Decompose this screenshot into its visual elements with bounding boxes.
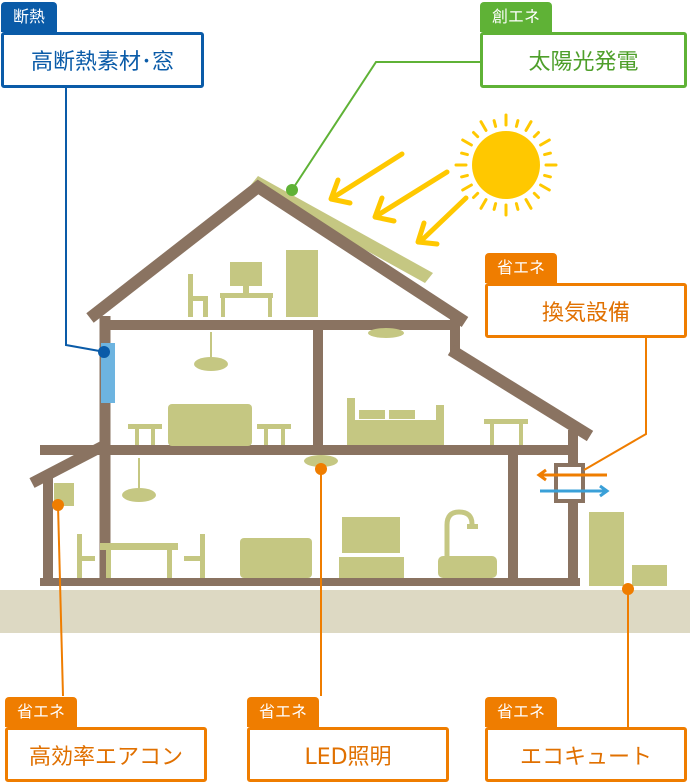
callout-insulation: 断熱 高断熱素材･窓: [1, 2, 204, 90]
ecocute-pin: [622, 583, 634, 595]
sun-ray: [492, 202, 498, 211]
furniture: [54, 250, 667, 586]
solar-panel: [250, 176, 433, 283]
callout-solar: 創エネ 太陽光発電: [480, 2, 687, 90]
sun-ray: [460, 173, 469, 179]
tag-led: 省エネ: [247, 697, 320, 727]
sun-ray: [524, 198, 533, 210]
ventilation-fan-icon: [536, 463, 610, 503]
sun-ray: [492, 119, 498, 128]
sun-icon: [454, 113, 558, 217]
sun-ray: [539, 138, 551, 147]
ground: [0, 590, 690, 633]
sun-ray: [543, 151, 552, 157]
sun-ray: [461, 138, 473, 147]
label-ventilation: 換気設備: [485, 283, 687, 338]
sun-ray: [472, 131, 480, 139]
house-structure: [29, 179, 594, 586]
callout-leaders: [57, 61, 647, 730]
aircon-pin: [52, 499, 64, 511]
sun-ray: [472, 191, 480, 199]
tag-ventilation: 省エネ: [485, 253, 558, 283]
sun-ray: [479, 198, 488, 210]
solar-pin: [286, 184, 298, 196]
sun-ray: [539, 183, 551, 192]
tag-aircon: 省エネ: [5, 697, 78, 727]
sun-ray: [461, 183, 473, 192]
tag-solar: 創エネ: [480, 2, 553, 32]
sunray-arrow-icon: [328, 151, 469, 247]
led-ceiling-light-icon: [304, 455, 338, 467]
sun-ray: [460, 151, 469, 157]
callout-ventilation: 省エネ 換気設備: [485, 253, 687, 339]
sun-ray: [532, 131, 540, 139]
label-solar: 太陽光発電: [480, 32, 687, 88]
sun-ray: [514, 119, 520, 128]
led-pin: [315, 463, 327, 475]
insulation-pin: [98, 346, 110, 358]
label-led: LED照明: [247, 727, 449, 782]
label-aircon: 高効率エアコン: [5, 727, 207, 782]
label-ecocute: エコキュート: [485, 727, 687, 782]
tag-insulation: 断熱: [1, 2, 58, 32]
insulated-window: [101, 343, 115, 403]
tag-ecocute: 省エネ: [485, 697, 558, 727]
sun-ray: [524, 120, 533, 132]
callout-aircon: 省エネ 高効率エアコン: [5, 697, 207, 783]
sun-ray: [543, 173, 552, 179]
sun-ray: [479, 120, 488, 132]
sun-ray: [532, 191, 540, 199]
sun-ray: [514, 202, 520, 211]
label-insulation: 高断熱素材･窓: [1, 32, 204, 88]
callout-ecocute: 省エネ エコキュート: [485, 697, 687, 783]
callout-led: 省エネ LED照明: [247, 697, 449, 783]
